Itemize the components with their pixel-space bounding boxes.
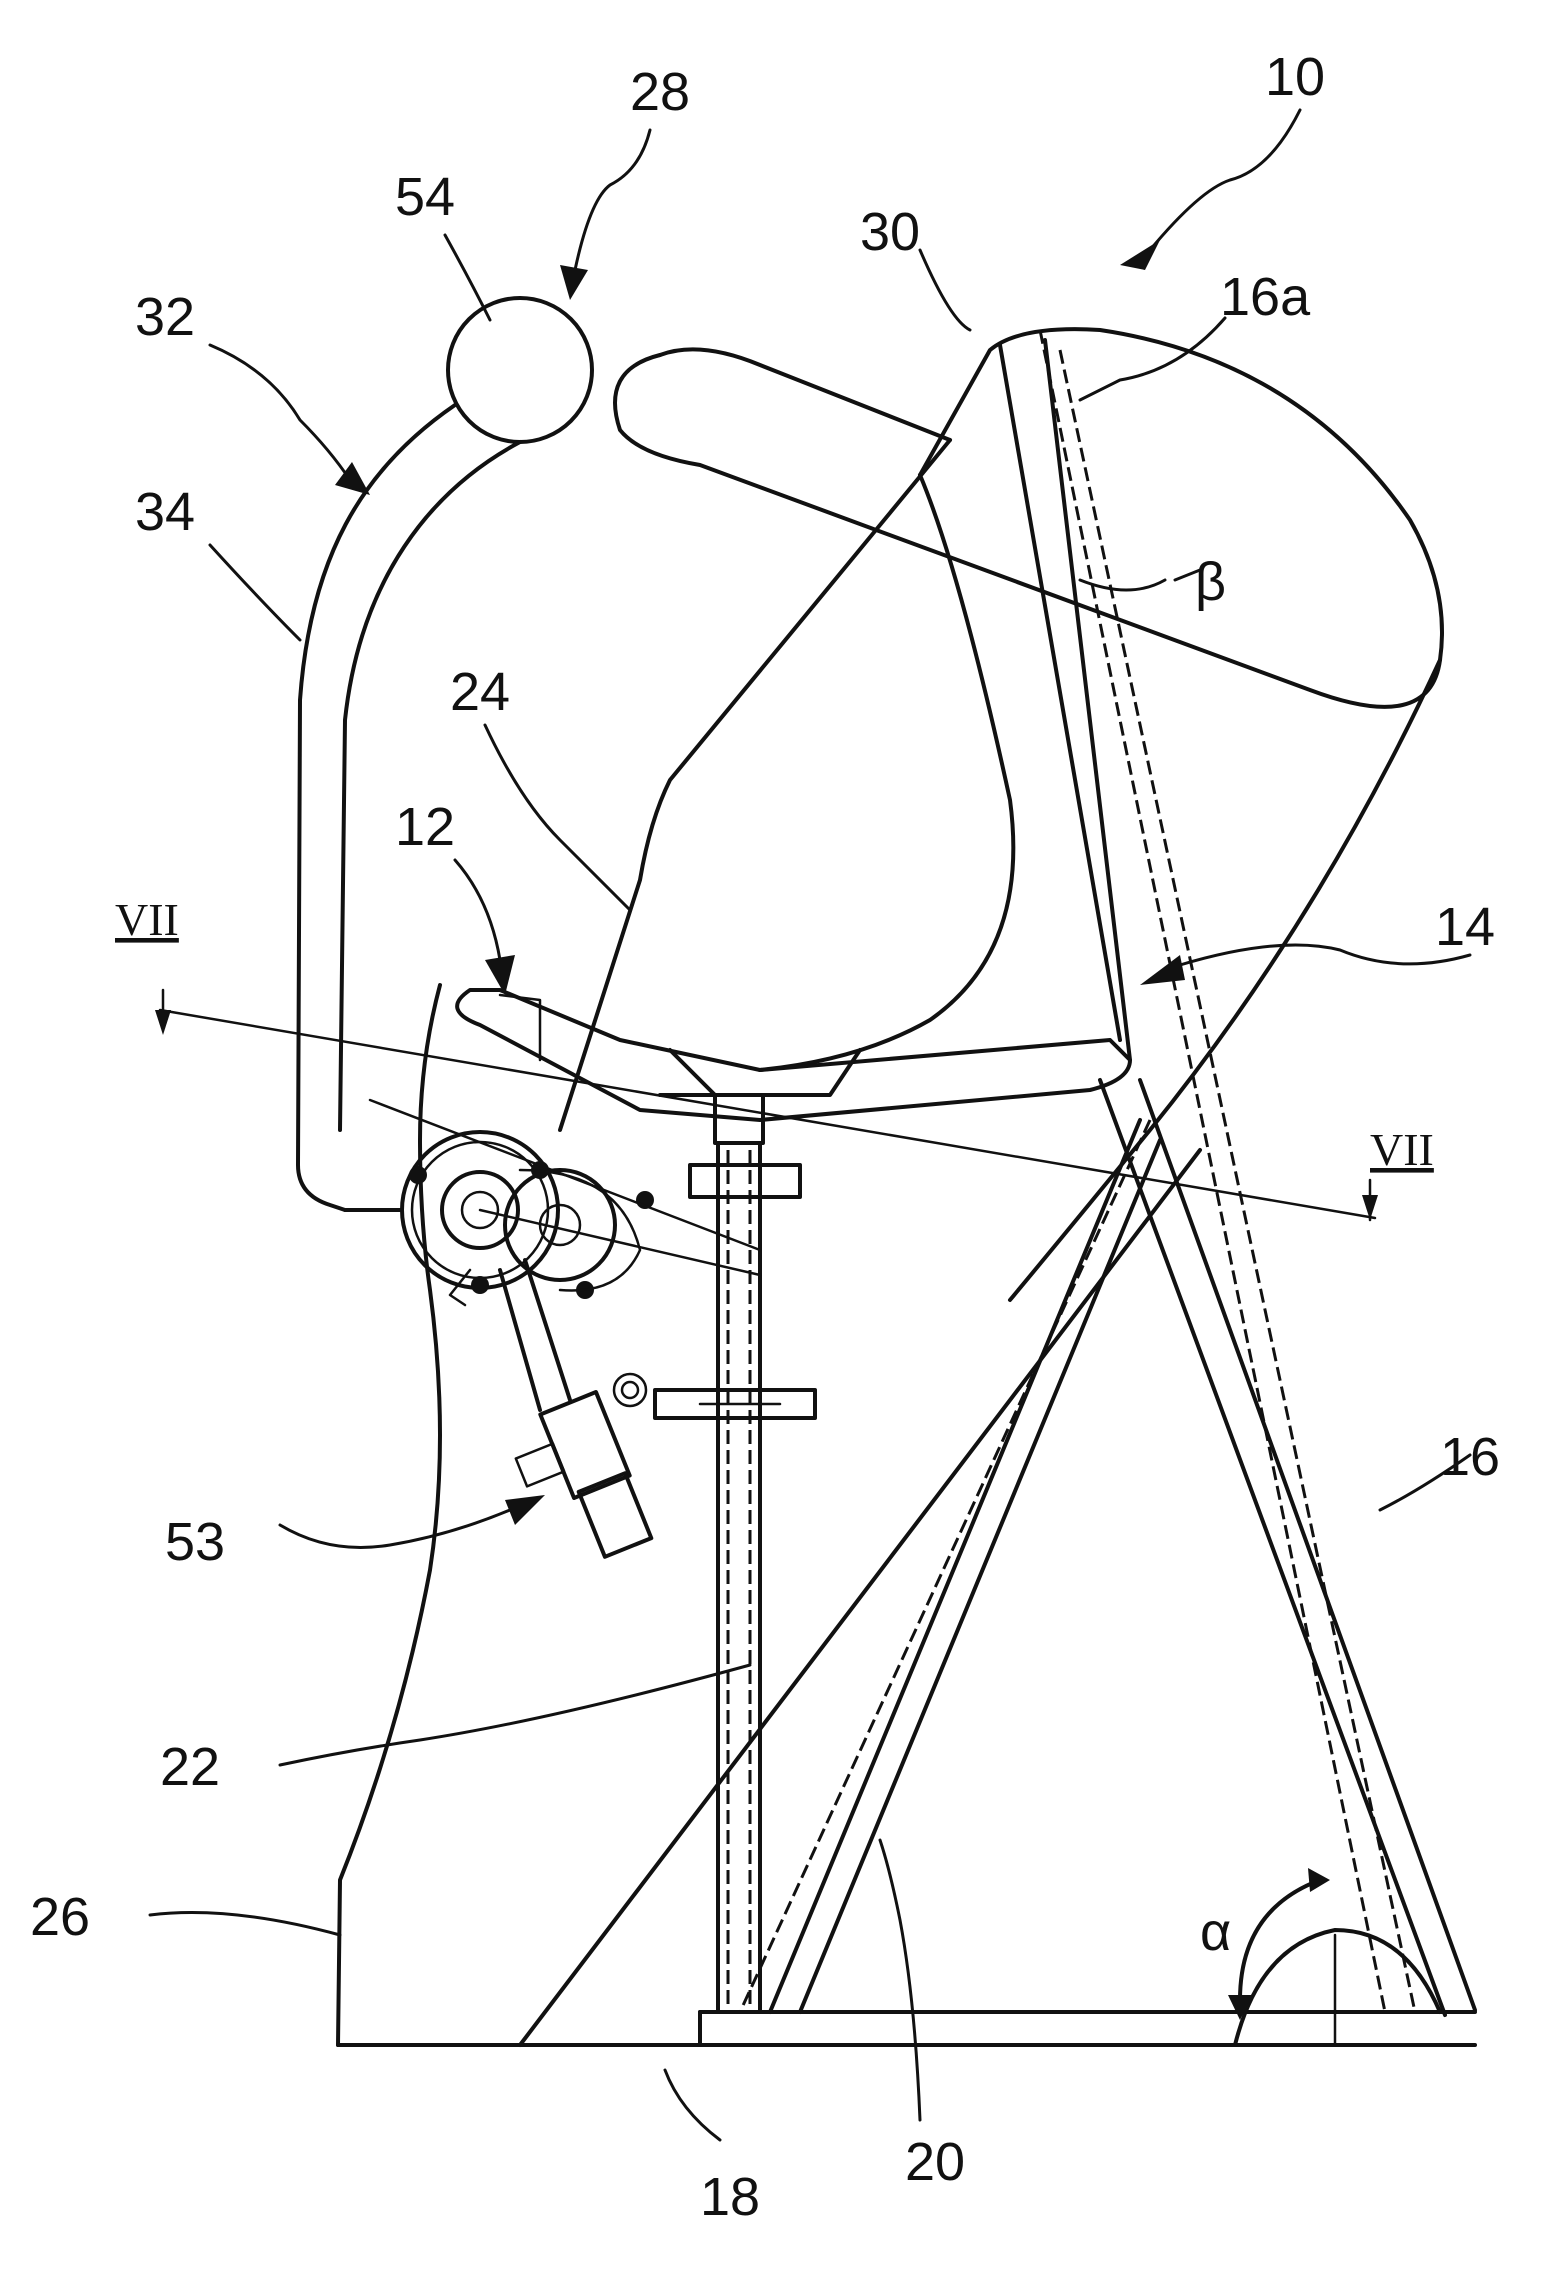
label-30: 30 — [860, 202, 920, 262]
label-14: 14 — [1435, 897, 1495, 957]
strut-20 — [740, 1120, 1160, 2012]
label-34: 34 — [135, 482, 195, 542]
leader-lines — [150, 110, 1470, 2140]
diagonal-22 — [520, 1150, 1200, 2045]
label-24: 24 — [450, 662, 510, 722]
label-18: 18 — [700, 2167, 760, 2227]
label-22: 22 — [160, 1737, 220, 1797]
label-beta: β — [1195, 552, 1226, 612]
gear-mechanism-12 — [370, 1100, 760, 1299]
label-28: 28 — [630, 62, 690, 122]
label-53: 53 — [165, 1512, 225, 1572]
frame-arm-24 — [457, 990, 1130, 1120]
cylinder-53 — [450, 1260, 651, 1557]
label-10: 10 — [1265, 47, 1325, 107]
label-32: 32 — [135, 287, 195, 347]
label-vii-left: VII — [115, 894, 179, 945]
label-26: 26 — [30, 1887, 90, 1947]
angle-alpha-arc — [1228, 1868, 1440, 2045]
label-vii-right: VII — [1370, 1124, 1434, 1175]
head-roller — [448, 298, 592, 442]
label-20: 20 — [905, 2132, 965, 2192]
reference-labels: 10 28 54 30 16a 32 34 β 24 12 14 VII VII… — [30, 47, 1500, 2227]
label-16a: 16a — [1220, 267, 1311, 327]
label-54: 54 — [395, 167, 455, 227]
label-16: 16 — [1440, 1427, 1500, 1487]
label-alpha: α — [1200, 1902, 1231, 1962]
label-12: 12 — [395, 797, 455, 857]
